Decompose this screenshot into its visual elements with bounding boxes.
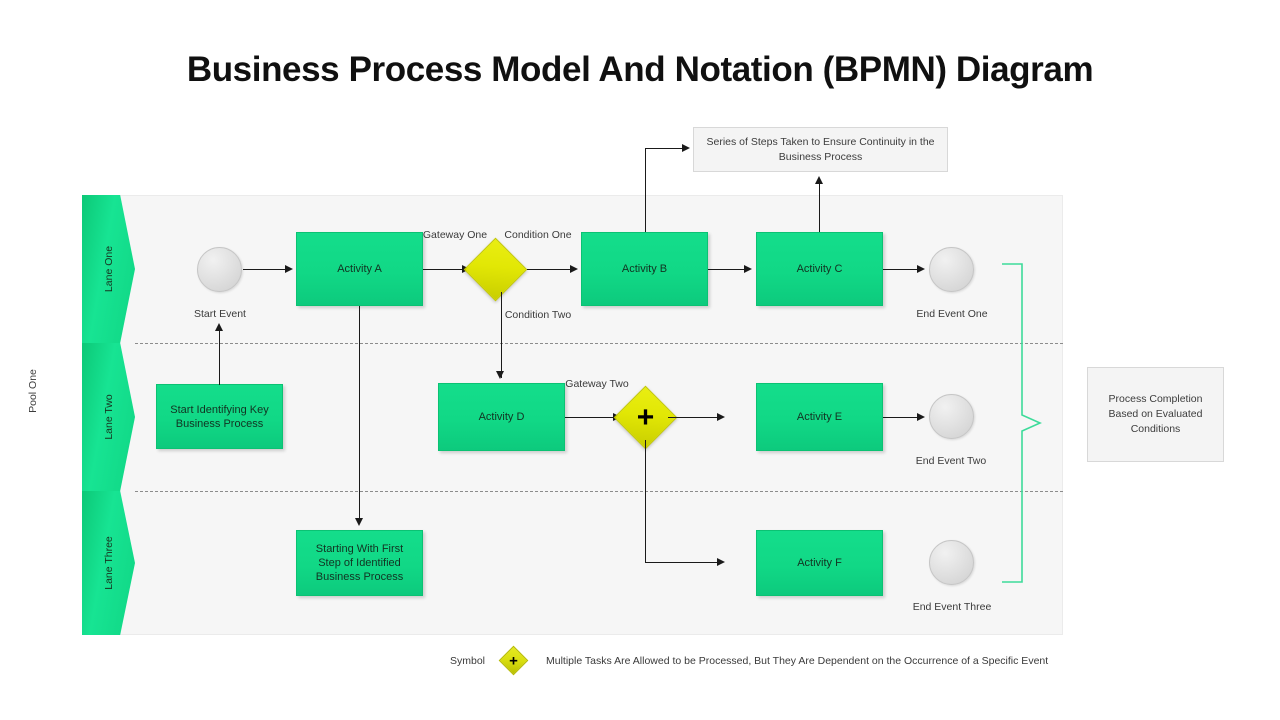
page-title: Business Process Model And Notation (BPM… [186, 50, 1094, 89]
activity-d: Activity D [438, 383, 565, 451]
connector-gateway-one-to-b [527, 269, 573, 271]
connector-e-to-end-two [883, 417, 921, 419]
connector-b-to-note-vertical [645, 148, 647, 232]
lane-separator-1 [135, 343, 1063, 344]
start-event [197, 247, 242, 292]
connector-c-to-end-one [883, 269, 921, 271]
gateway-two-label: Gateway Two [565, 378, 629, 390]
connector-start-to-a [243, 269, 287, 271]
lane-separator-2 [135, 491, 1063, 492]
arrowhead-gateway-one-to-d [496, 371, 504, 379]
gateway-one-label: Gateway One [422, 229, 488, 241]
condition-two-label: Condition Two [504, 309, 572, 321]
end-event-one-label: End Event One [916, 308, 988, 320]
activity-a: Activity A [296, 232, 423, 306]
end-event-two [929, 394, 974, 439]
arrowhead-identify-to-start-event [215, 323, 223, 331]
gateway-two: + [613, 385, 678, 450]
condition-one-label: Condition One [504, 229, 572, 241]
note-top: Series of Steps Taken to Ensure Continui… [693, 127, 948, 172]
plus-icon: + [636, 400, 655, 434]
connector-gateway-two-to-e [668, 417, 721, 419]
arrowhead-start-to-a [285, 265, 293, 273]
connector-gateway-two-to-f-vertical [645, 440, 647, 563]
end-event-three-label: End Event Three [912, 601, 992, 613]
lane-label-one: Lane One [102, 245, 115, 293]
connector-identify-to-start-event [219, 328, 221, 385]
activity-c: Activity C [756, 232, 883, 306]
activity-start-identifying: Start Identifying Key Business Process [156, 384, 283, 449]
legend-label: Symbol [450, 654, 486, 667]
arrowhead-c-to-end-one [917, 265, 925, 273]
connector-b-to-c [708, 269, 748, 271]
legend-description: Multiple Tasks Are Allowed to be Process… [546, 654, 1049, 667]
gateway-one [463, 237, 528, 302]
legend: Symbol + Multiple Tasks Are Allowed to b… [450, 645, 1049, 676]
connector-gateway-two-to-f-horizontal [645, 562, 721, 564]
arrowhead-gateway-two-to-e [717, 413, 725, 421]
connector-c-to-note [819, 180, 821, 232]
connector-d-to-gateway-two [565, 417, 617, 419]
arrowhead-a-to-starting-with-first [355, 518, 363, 526]
lane-label-three: Lane Three [102, 536, 115, 590]
activity-b: Activity B [581, 232, 708, 306]
lane-label-two: Lane Two [102, 394, 115, 440]
legend-gateway-icon: + [498, 645, 529, 676]
note-right: Process Completion Based on Evaluated Co… [1087, 367, 1224, 462]
start-event-label: Start Event [194, 308, 246, 320]
end-event-three [929, 540, 974, 585]
arrowhead-b-to-note [682, 144, 690, 152]
activity-starting-with-first: Starting With First Step of Identified B… [296, 530, 423, 596]
connector-a-to-starting-with-first [359, 306, 361, 521]
activity-e: Activity E [756, 383, 883, 451]
connector-gateway-one-to-d [501, 292, 503, 378]
brace-icon [1002, 263, 1042, 583]
arrowhead-c-to-note [815, 176, 823, 184]
arrowhead-gateway-one-to-b [570, 265, 578, 273]
pool-label: Pool One [27, 369, 39, 413]
legend-plus-icon: + [509, 652, 518, 669]
arrowhead-b-to-c [744, 265, 752, 273]
connector-a-to-gateway-one [423, 269, 467, 271]
arrowhead-e-to-end-two [917, 413, 925, 421]
gateway-one-diamond [463, 237, 528, 302]
connector-b-to-note-horizontal [645, 148, 685, 150]
end-event-one [929, 247, 974, 292]
arrowhead-gateway-two-to-f [717, 558, 725, 566]
activity-f: Activity F [756, 530, 883, 596]
end-event-two-label: End Event Two [915, 455, 987, 467]
